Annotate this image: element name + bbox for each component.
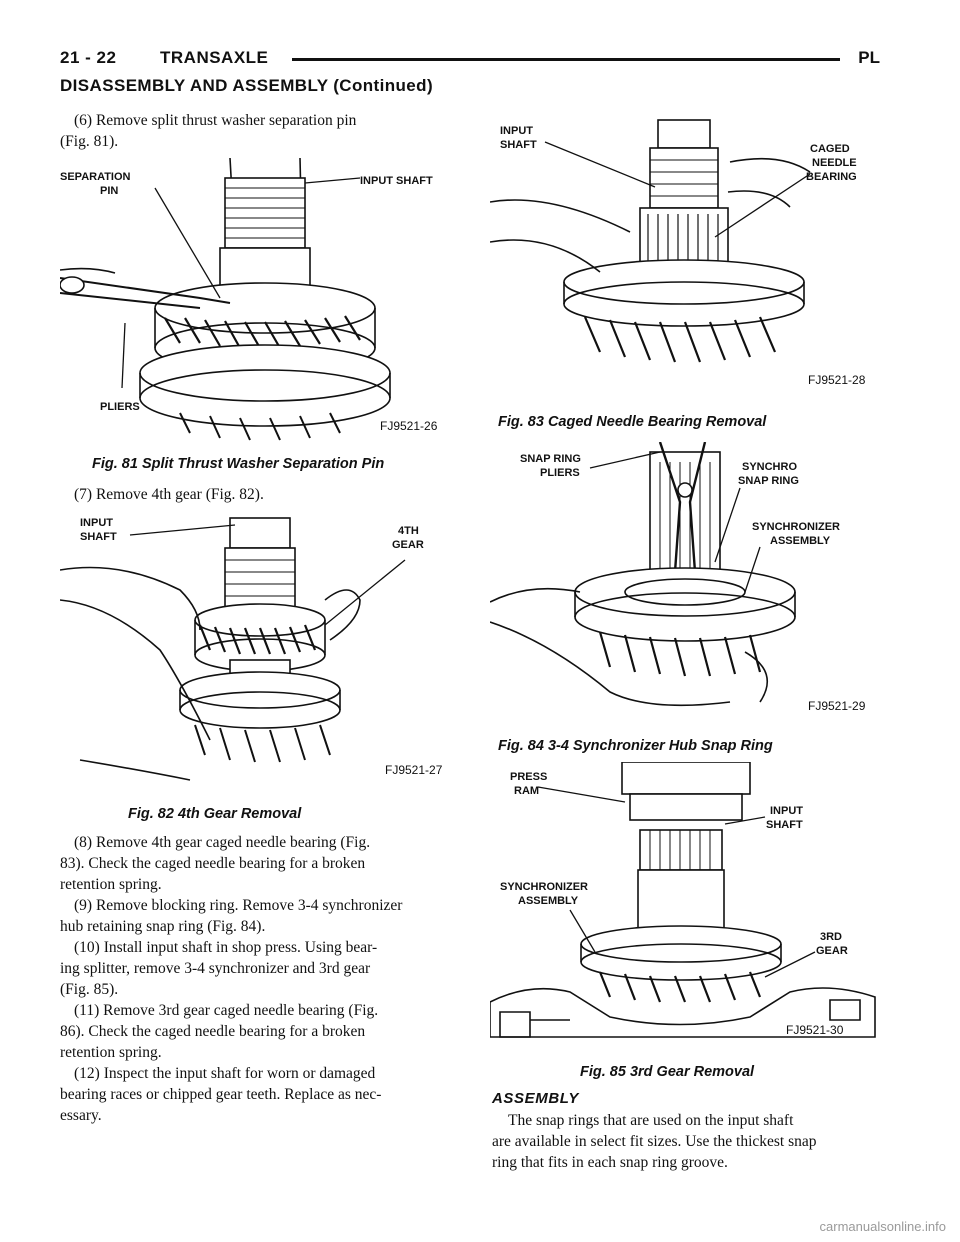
text-line: essary.	[60, 1107, 102, 1124]
figure-81: SEPARATION PIN INPUT SHAFT PLIERS FJ9521…	[60, 158, 460, 448]
fig84-label-synchro: SYNCHRO	[742, 461, 797, 473]
text-line: (8) Remove 4th gear caged needle bearing…	[74, 834, 371, 851]
fig83-label-input: INPUT	[500, 125, 533, 137]
fig83-label-needle: NEEDLE	[812, 157, 857, 169]
fig82-label-gear: GEAR	[392, 539, 424, 551]
text-line: retention spring.	[60, 1044, 162, 1061]
assembly-heading: ASSEMBLY	[492, 1090, 580, 1107]
fig81-label-pin: PIN	[100, 185, 118, 197]
fig85-label-assembly: ASSEMBLY	[518, 895, 579, 907]
fig84-label-snap-ring: SNAP RING	[520, 453, 581, 465]
page-number: 21 - 22	[60, 48, 117, 67]
watermark: carmanualsonline.info	[819, 1219, 946, 1234]
fig83-code: FJ9521-28	[808, 373, 866, 387]
fig85-label-press: PRESS	[510, 771, 547, 783]
continued-heading: DISASSEMBLY AND ASSEMBLY (Continued)	[60, 76, 434, 95]
fig85-code: FJ9521-30	[786, 1023, 844, 1037]
header-rule	[292, 58, 840, 61]
fig81-label-input-shaft: INPUT SHAFT	[360, 175, 433, 187]
step-6-line-2: (Fig. 81).	[60, 133, 119, 150]
text-line: are available in select fit sizes. Use t…	[492, 1133, 817, 1150]
fig81-code: FJ9521-26	[380, 419, 438, 433]
fig82-code: FJ9521-27	[385, 763, 443, 777]
text-line: (12) Inspect the input shaft for worn or…	[74, 1065, 376, 1082]
fig85-caption: Fig. 85 3rd Gear Removal	[580, 1064, 755, 1080]
text-line: 83). Check the caged needle bearing for …	[60, 855, 366, 872]
fig84-label-assembly: ASSEMBLY	[770, 535, 831, 547]
fig85-label-input: INPUT	[770, 805, 803, 817]
fig83-label-caged: CAGED	[810, 143, 850, 155]
fig83-label-shaft: SHAFT	[500, 139, 537, 151]
step-6-line-1: (6) Remove split thrust washer separatio…	[74, 112, 357, 129]
fig84-label-pliers: PLIERS	[540, 467, 580, 479]
figure-84: SNAP RING PLIERS SYNCHRO SNAP RING SYNCH…	[490, 442, 880, 722]
figure-85: PRESS RAM INPUT SHAFT SYNCHRONIZER ASSEM…	[490, 762, 880, 1058]
text-line: (11) Remove 3rd gear caged needle bearin…	[74, 1002, 379, 1019]
section-title: TRANSAXLE	[160, 48, 269, 67]
text-line: hub retaining snap ring (Fig. 84).	[60, 918, 266, 935]
figure-82: INPUT SHAFT 4TH GEAR FJ9521-27	[60, 510, 460, 790]
fig84-label-synchronizer: SYNCHRONIZER	[752, 521, 840, 533]
fig85-label-gear: GEAR	[816, 945, 848, 957]
text-line: The snap rings that are used on the inpu…	[508, 1112, 794, 1129]
fig83-label-bearing: BEARING	[806, 171, 857, 183]
fig81-label-pliers: PLIERS	[100, 401, 140, 413]
text-line: 86). Check the caged needle bearing for …	[60, 1023, 366, 1040]
fig82-label-4th: 4TH	[398, 525, 419, 537]
fig81-label-separation: SEPARATION	[60, 171, 131, 183]
fig85-label-ram: RAM	[514, 785, 539, 797]
page-header: 21 - 22 TRANSAXLE PL	[60, 48, 880, 72]
fig84-label-synchro-snap-ring: SNAP RING	[738, 475, 799, 487]
fig85-label-3rd: 3RD	[820, 931, 842, 943]
fig82-label-shaft: SHAFT	[80, 531, 117, 543]
fig82-label-input: INPUT	[80, 517, 113, 529]
figure-83: INPUT SHAFT CAGED NEEDLE BEARING FJ9521-…	[490, 112, 880, 402]
fig84-code: FJ9521-29	[808, 699, 866, 713]
text-line: (10) Install input shaft in shop press. …	[74, 939, 378, 956]
model-code: PL	[858, 48, 880, 67]
fig85-label-synchronizer: SYNCHRONIZER	[500, 881, 588, 893]
text-line: ing splitter, remove 3-4 synchronizer an…	[60, 960, 371, 977]
fig84-caption: Fig. 84 3-4 Synchronizer Hub Snap Ring	[498, 738, 773, 754]
fig82-caption: Fig. 82 4th Gear Removal	[128, 806, 302, 822]
text-line: (9) Remove blocking ring. Remove 3-4 syn…	[74, 897, 403, 914]
text-line: ring that fits in each snap ring groove.	[492, 1154, 728, 1171]
step-7: (7) Remove 4th gear (Fig. 82).	[74, 486, 264, 503]
fig85-label-shaft: SHAFT	[766, 819, 803, 831]
text-line: retention spring.	[60, 876, 162, 893]
fig83-caption: Fig. 83 Caged Needle Bearing Removal	[498, 414, 767, 430]
text-line: bearing races or chipped gear teeth. Rep…	[60, 1086, 382, 1103]
fig81-caption: Fig. 81 Split Thrust Washer Separation P…	[92, 456, 385, 472]
text-line: (Fig. 85).	[60, 981, 119, 998]
